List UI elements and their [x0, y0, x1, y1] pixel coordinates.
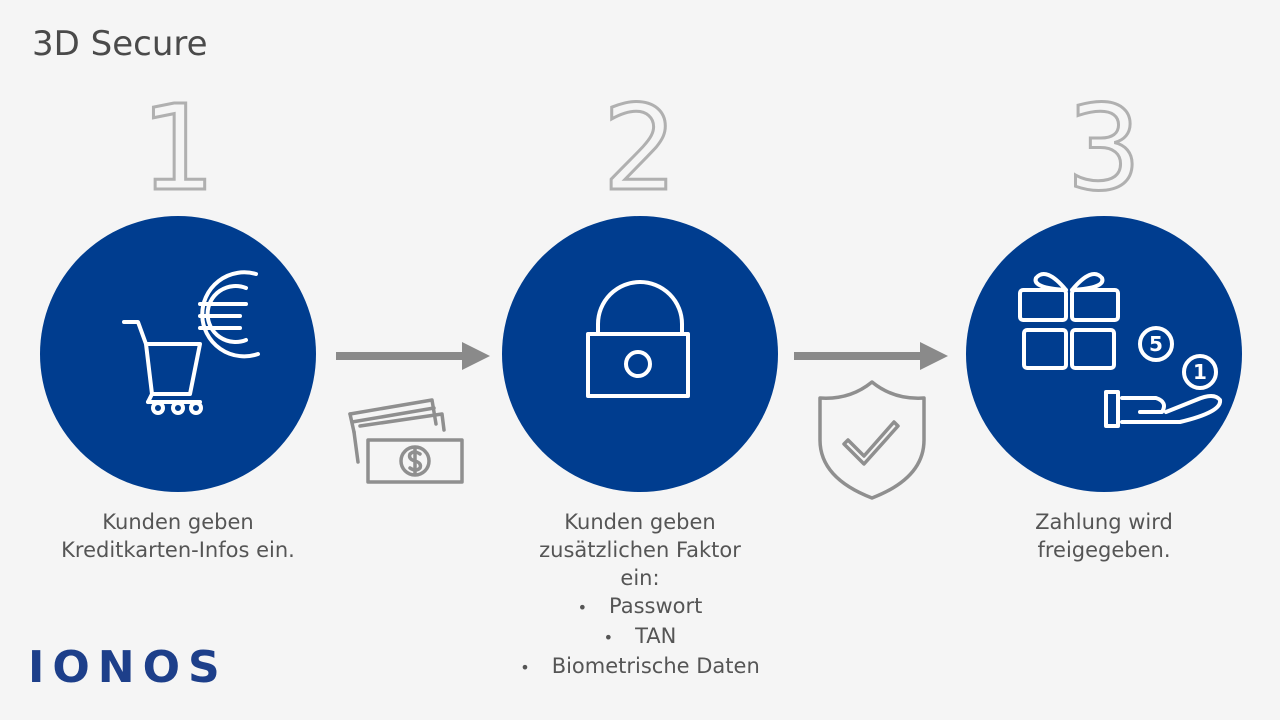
page-title: 3D Secure [32, 24, 208, 64]
cart-euro-icon [122, 270, 260, 415]
arrow-right-icon [794, 342, 948, 370]
step-3: 3 5 1 Zahlu [944, 0, 1264, 720]
step-text-line: Zahlung wird [1035, 510, 1173, 534]
step-description: Zahlung wird freigegeben. [944, 508, 1264, 564]
list-item: TAN [480, 622, 800, 652]
step-description: Kunden geben Kreditkarten-Infos ein. [18, 508, 338, 564]
step-text-line: ein: [620, 566, 660, 590]
list-item: Biometrische Daten [480, 652, 800, 682]
coin-value: 1 [1193, 360, 1207, 384]
step-circle [502, 216, 778, 492]
step-text-line: Kreditkarten-Infos ein. [61, 538, 295, 562]
step-description: Kunden geben zusätzlichen Faktor ein: Pa… [480, 508, 800, 682]
step-text-line: zusätzlichen Faktor [539, 538, 741, 562]
step-number: 3 [1065, 79, 1143, 217]
gift-coins-hand-icon [1018, 272, 1222, 428]
shield-check-icon [818, 380, 926, 500]
step-circle [40, 216, 316, 492]
step-text-line: freigegeben. [1037, 538, 1171, 562]
step-circle: 5 1 [966, 216, 1242, 492]
payment-cards-icon [348, 398, 464, 484]
step-2: 2 Kunden geben zusätzlichen Faktor ein: … [480, 0, 800, 720]
step-number: 2 [601, 79, 679, 217]
factor-list: Passwort TAN Biometrische Daten [480, 592, 800, 682]
list-item: Passwort [480, 592, 800, 622]
ionos-logo: IONOS [28, 642, 228, 693]
coin-value: 5 [1149, 332, 1163, 356]
step-text-line: Kunden geben [564, 510, 716, 534]
arrow-right-icon [336, 342, 490, 370]
step-number: 1 [139, 79, 217, 217]
padlock-icon [586, 280, 690, 398]
step-text-line: Kunden geben [102, 510, 254, 534]
step-1: 1 Kunden geben Kreditkarten-Infos [18, 0, 338, 720]
